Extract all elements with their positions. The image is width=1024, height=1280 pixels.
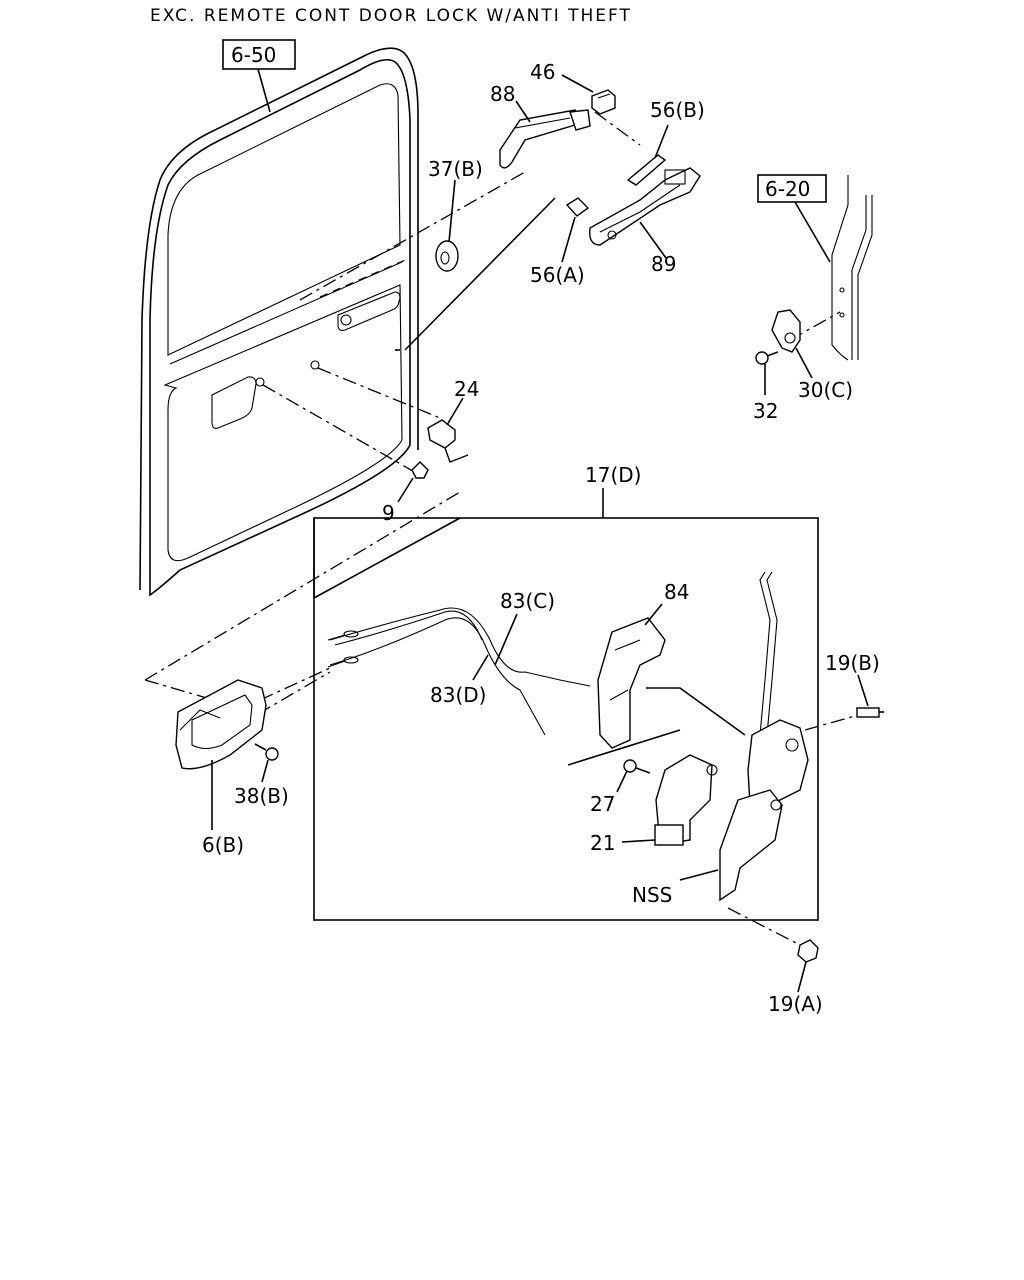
key-cylinder [591,89,616,115]
label-17d: 17(D) [585,463,641,487]
ref-label-6-20: 6-20 [765,177,810,201]
inside-door-handle [175,679,267,770]
label-38b: 38(B) [234,784,289,808]
body-pillar [831,175,873,361]
door-striker [771,309,801,353]
label-46: 46 [530,60,555,84]
label-nss: NSS [632,883,672,907]
label-84: 84 [664,580,689,604]
lock-rod [759,571,771,736]
handle-bracket [589,167,701,246]
label-56a: 56(A) [530,263,585,287]
screw-38b [254,743,279,761]
gasket-56b [626,154,667,186]
bolt-19a [797,939,819,963]
ref-label-6-50: 6-50 [231,43,276,67]
screw-27 [623,759,651,774]
label-88: 88 [490,82,515,106]
rod-clip [427,419,469,463]
clip-9 [411,461,429,479]
diagram-title: EXC. REMOTE CONT DOOR LOCK W/ANTI THEFT [150,6,632,26]
assembly-frame [313,517,819,921]
label-19a: 19(A) [768,992,823,1016]
screw-32 [755,351,779,365]
label-9: 9 [382,501,395,525]
label-89: 89 [651,252,676,276]
label-21: 21 [590,831,615,855]
label-32: 32 [753,399,778,423]
release-cables [327,607,591,736]
screw-19b [856,707,884,718]
gasket-56a [565,197,590,217]
label-83d: 83(D) [430,683,486,707]
door-lock-assembly [719,719,809,902]
outside-door-handle [499,109,591,169]
label-83c: 83(C) [500,589,555,613]
door-panel [139,47,419,597]
label-19b: 19(B) [825,651,880,675]
ref-box-6-50 [222,39,296,70]
label-30c: 30(C) [798,378,853,402]
label-6b: 6(B) [202,833,244,857]
label-24: 24 [454,377,479,401]
label-56b: 56(B) [650,98,705,122]
lock-actuator [654,754,718,846]
grommet [435,240,459,272]
lock-cover [597,617,666,749]
ref-box-6-20 [757,174,827,203]
label-27: 27 [590,792,615,816]
alignment-lines [144,111,856,946]
label-37b: 37(B) [428,157,483,181]
